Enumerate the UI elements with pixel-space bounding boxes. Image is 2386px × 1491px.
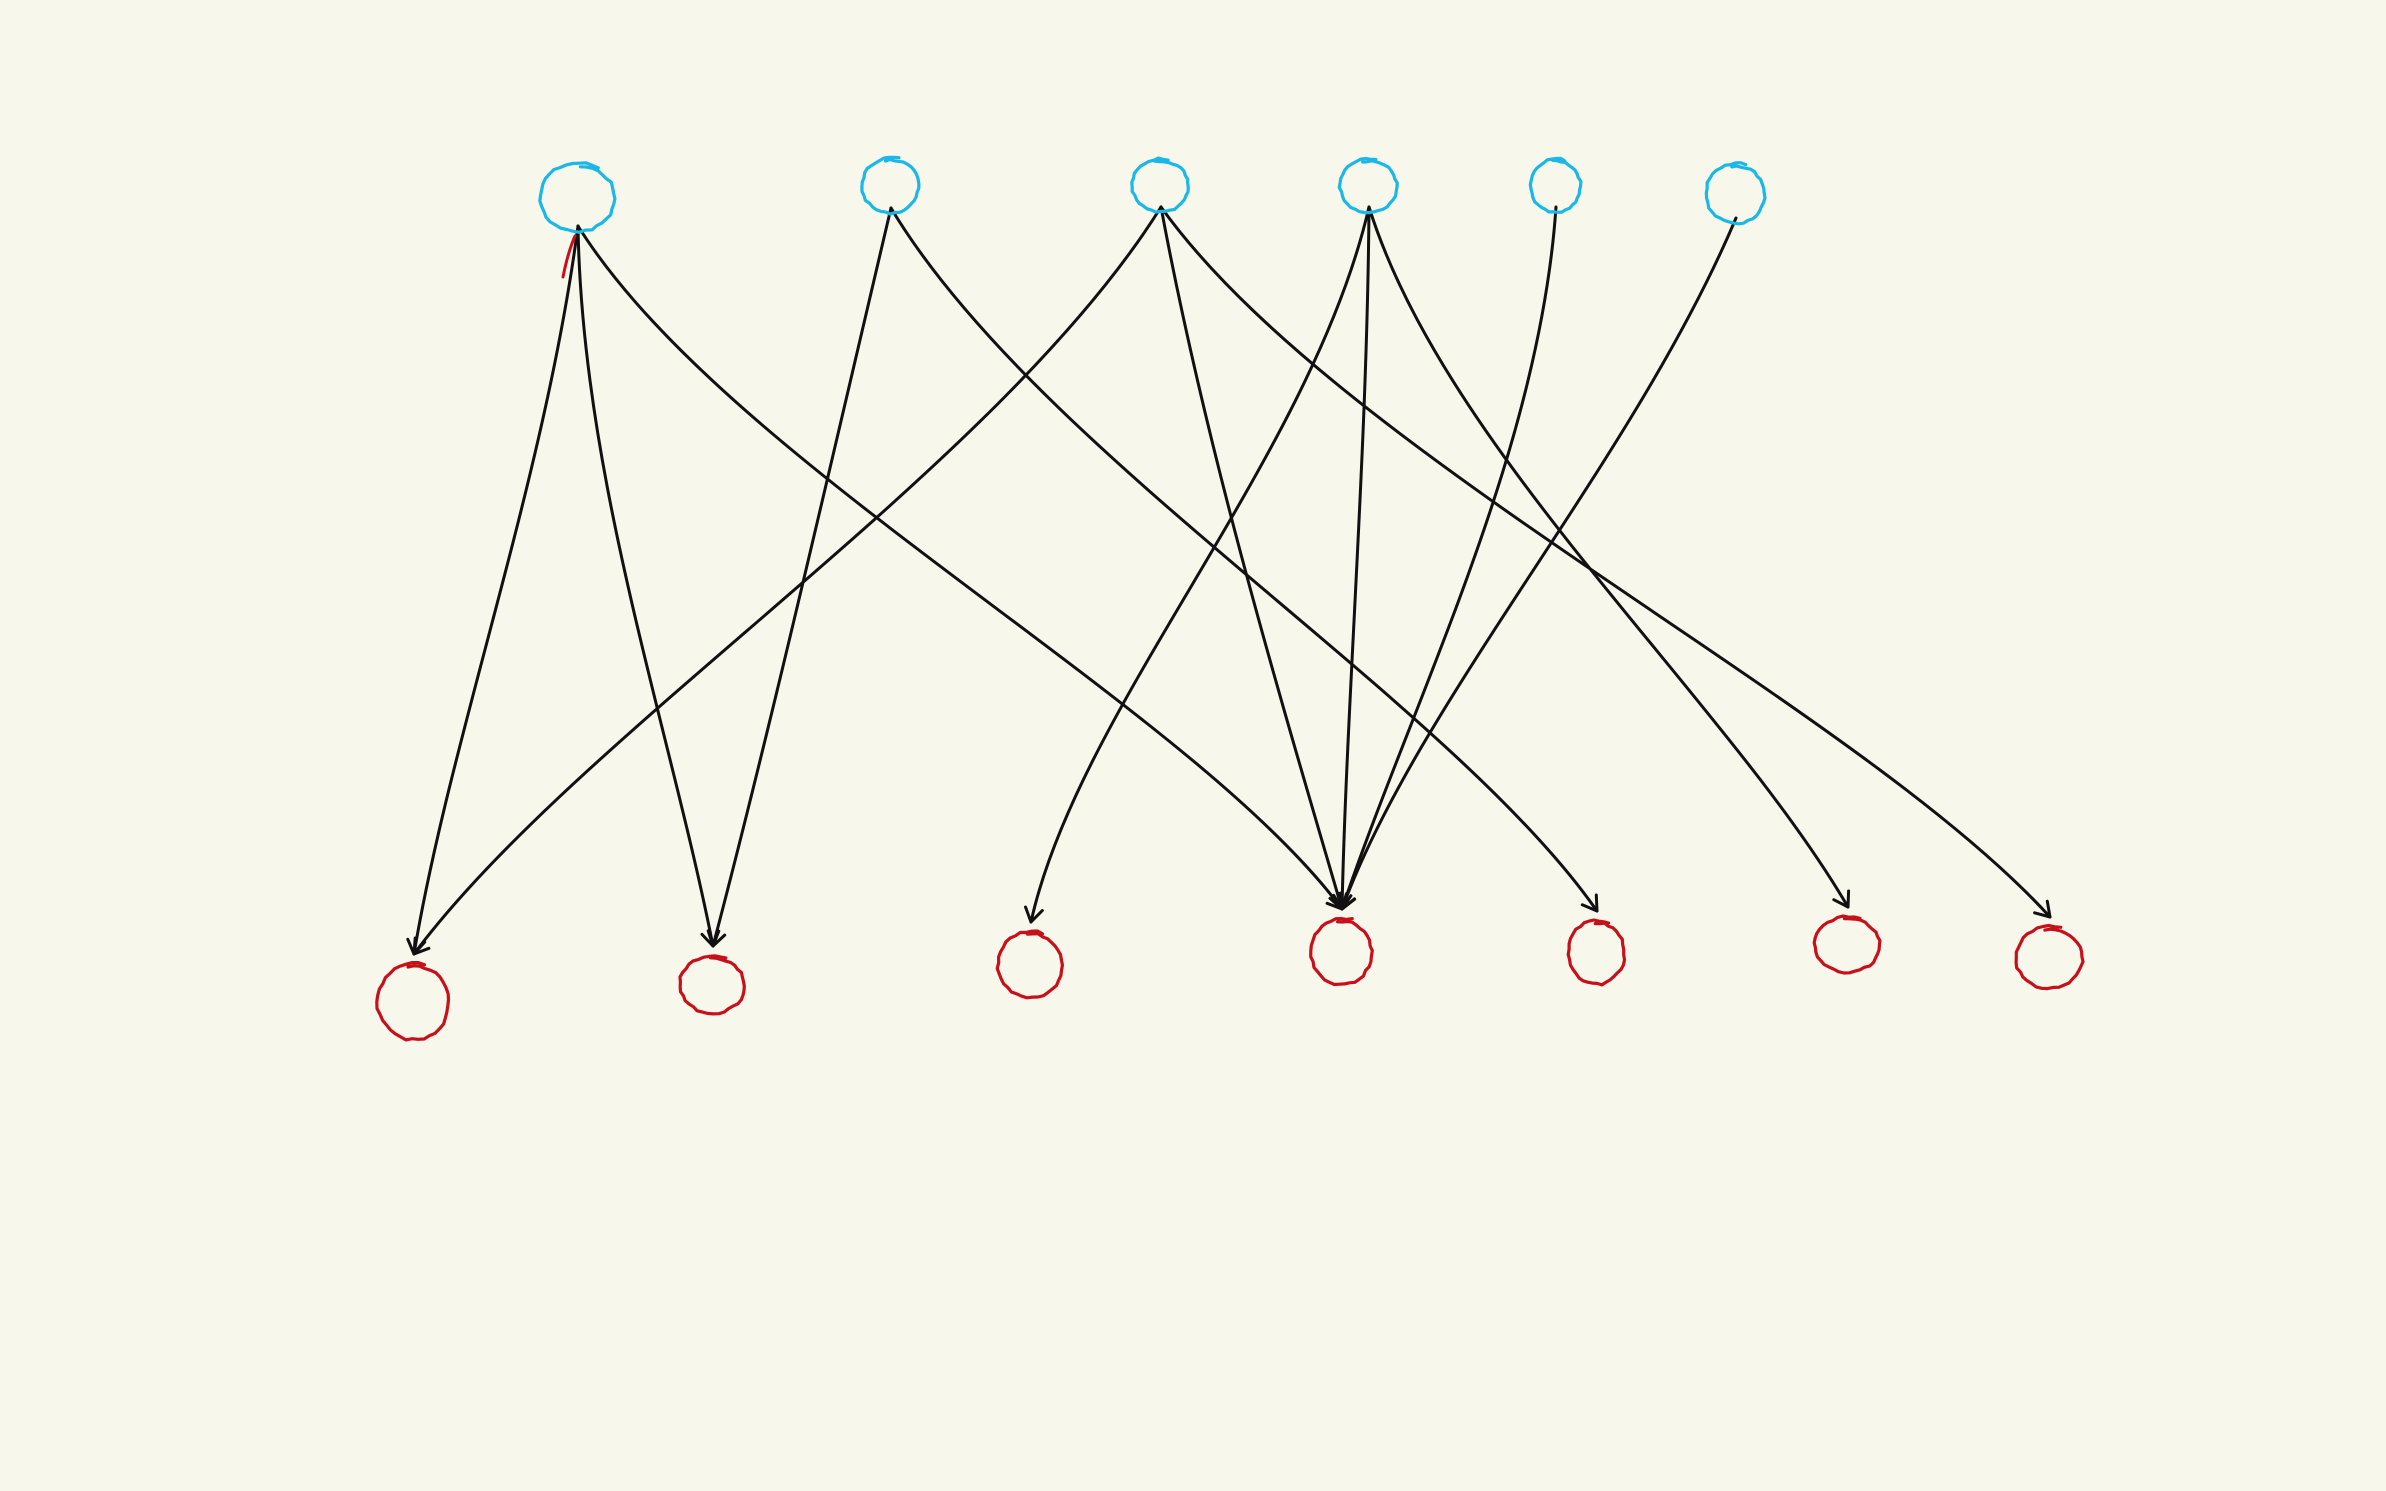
- edge-line: [412, 205, 1163, 956]
- edge-t1-b2: [576, 224, 721, 948]
- edge-line: [1340, 205, 1371, 911]
- arrowhead-icon: [706, 929, 727, 948]
- edge-line: [1367, 205, 1850, 909]
- arrowhead-icon: [2033, 899, 2052, 919]
- edge-t3-b7: [1159, 205, 2052, 919]
- bottom-node-b6: [1812, 914, 1882, 975]
- edge-line: [1159, 205, 1344, 911]
- edge-line: [1340, 205, 1558, 911]
- edge-t3-b1: [412, 205, 1163, 956]
- edge-line: [412, 224, 580, 956]
- arrowhead-icon: [1832, 889, 1851, 909]
- edge-line: [576, 224, 1344, 911]
- edge-line: [576, 224, 715, 948]
- bottom-node-b2: [678, 954, 746, 1016]
- edge-t4-b4: [1332, 205, 1371, 911]
- top-node-t4: [1337, 156, 1399, 215]
- bottom-node-b1: [375, 961, 451, 1042]
- bottom-node-b5: [1566, 918, 1627, 987]
- top-node-t6: [1704, 161, 1767, 226]
- arrowhead-icon: [1580, 893, 1599, 913]
- edge-line: [889, 206, 1599, 913]
- bottom-node-b4: [1309, 917, 1374, 987]
- edge-line: [1340, 216, 1738, 911]
- edge-t2-b5: [889, 206, 1599, 913]
- red-tick-mark: [561, 234, 577, 279]
- edge-t4-b6: [1367, 205, 1851, 909]
- arrowhead-icon: [1024, 905, 1044, 924]
- edge-t6-b4: [1337, 216, 1738, 911]
- bottom-node-b3: [995, 929, 1064, 1000]
- edge-t2-b2: [706, 206, 893, 948]
- edge-line: [711, 206, 893, 948]
- bottom-node-b7: [2014, 923, 2085, 991]
- top-node-t1: [538, 161, 617, 234]
- arrowhead-icon: [412, 936, 431, 956]
- arrowhead-icon: [1337, 891, 1357, 911]
- top-node-t2: [860, 155, 921, 216]
- edge-line: [1029, 205, 1371, 924]
- top-node-t5: [1528, 156, 1583, 214]
- nodes-layer: [375, 155, 2085, 1042]
- edge-line: [1159, 205, 2052, 919]
- edge-t4-b3: [1024, 205, 1371, 924]
- edge-t5-b4: [1336, 205, 1558, 911]
- top-node-t3: [1130, 156, 1190, 214]
- edge-t1-b4: [576, 224, 1344, 911]
- edges-layer: [406, 205, 2052, 956]
- edge-t1-b1: [406, 224, 580, 956]
